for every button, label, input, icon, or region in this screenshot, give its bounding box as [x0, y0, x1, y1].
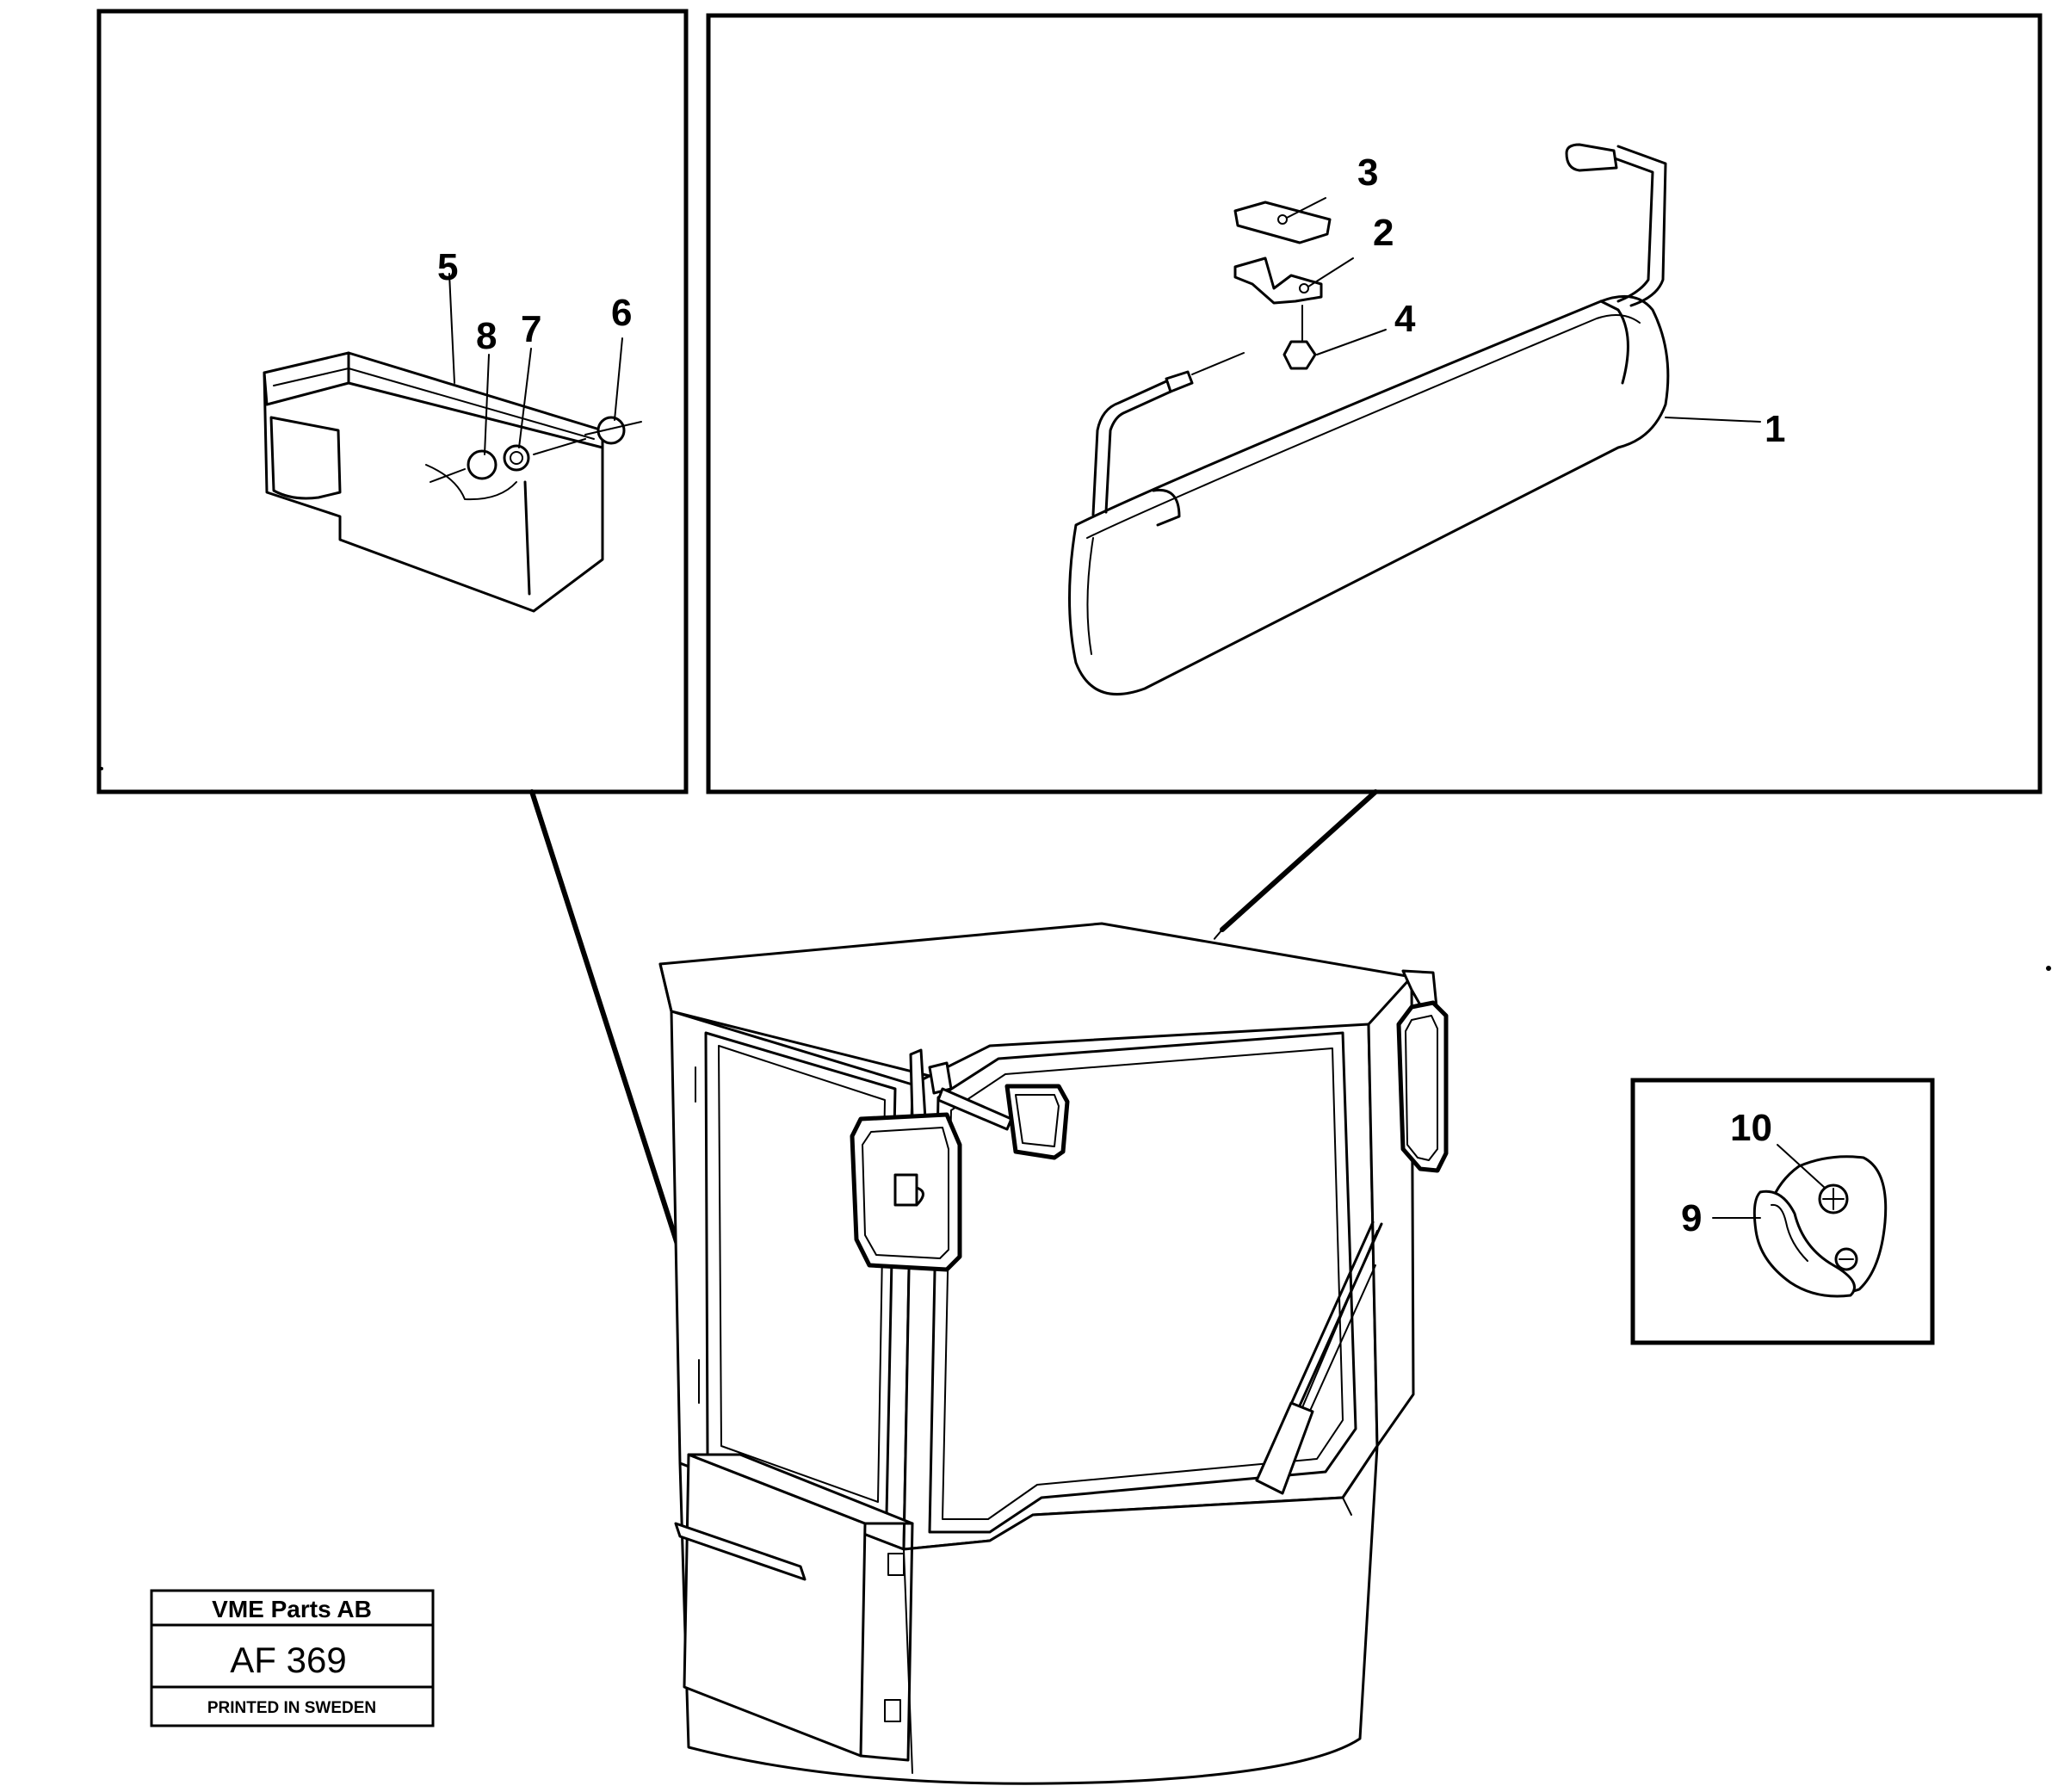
panel-sun-visor: 3 2 4 1 — [706, 13, 2043, 794]
callout-9: 9 — [1681, 1197, 1702, 1239]
panel-storage-tray: 5 8 7 6 — [96, 9, 689, 794]
callout-10: 10 — [1730, 1107, 1772, 1149]
callout-4: 4 — [1394, 298, 1416, 340]
stray-mark — [2046, 966, 2051, 971]
title-stamp: VME Parts AB AF 369 PRINTED IN SWEDEN — [150, 1589, 435, 1727]
callout-2: 2 — [1373, 212, 1394, 254]
callout-3: 3 — [1357, 151, 1378, 194]
callout-6: 6 — [611, 292, 632, 334]
stamp-printed: PRINTED IN SWEDEN — [207, 1699, 376, 1717]
panel-coat-hook: 10 9 — [1630, 1078, 1935, 1345]
callout-1: 1 — [1765, 408, 1785, 450]
callout-7: 7 — [521, 308, 541, 350]
stray-mark — [100, 767, 103, 770]
cab-illustration — [658, 922, 1449, 1785]
callout-8: 8 — [476, 315, 497, 357]
stamp-code: AF 369 — [230, 1640, 346, 1680]
stamp-company: VME Parts AB — [212, 1596, 372, 1622]
callout-5: 5 — [437, 246, 458, 288]
